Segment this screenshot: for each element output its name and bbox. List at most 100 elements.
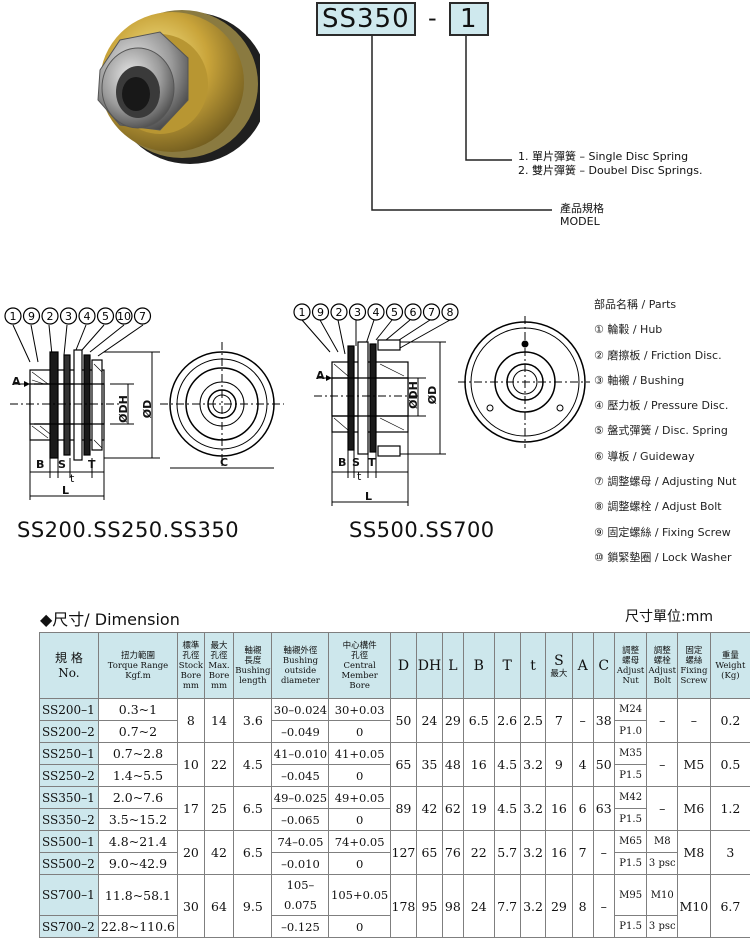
bushing-length-cell: 6.5: [234, 787, 272, 831]
header-dh: DH: [417, 633, 443, 699]
label-dh-right: ØDH: [407, 381, 421, 409]
model-cell: SS500–1: [40, 831, 99, 853]
dim-s-cell: 7: [546, 699, 572, 743]
fixing-screw-cell: M8: [678, 831, 711, 875]
part-item: ② 磨擦板 / Friction Disc.: [594, 347, 736, 372]
header-b: B: [463, 633, 494, 699]
dim-l-cell: 48: [442, 743, 463, 787]
label-a-right: A: [316, 369, 325, 383]
dim-b-cell: 16: [463, 743, 494, 787]
max-bore-cell: 22: [204, 743, 234, 787]
adjust-bolt-cell: 3 psc: [647, 853, 678, 875]
dim-l-cell: 76: [442, 831, 463, 875]
adjust-nut-cell: P1.0: [614, 721, 647, 743]
dim-s-cell: 16: [546, 787, 572, 831]
label-l-right: L: [365, 490, 372, 504]
part-number-text: 5: [102, 310, 109, 323]
header-t-cap: T: [494, 633, 520, 699]
code-leader-lines: [0, 0, 750, 240]
label-a-left: A: [12, 375, 21, 389]
label-t-cap-right: T: [368, 456, 376, 470]
option-single: 1. 單片彈簧 – Single Disc Spring: [518, 150, 688, 164]
dim-c-cell: –: [593, 831, 614, 875]
torque-cell: 0.7~2: [98, 721, 177, 743]
weight-cell: 3: [710, 831, 750, 875]
torque-cell: 0.7~2.8: [98, 743, 177, 765]
model-cell: SS200–2: [40, 721, 99, 743]
dim-t-cell: 5.7: [494, 831, 520, 875]
dim-t-cell: 3.2: [520, 875, 545, 938]
part-item: ⑤ 盤式彈簧 / Disc. Spring: [594, 422, 736, 447]
bushing-length-cell: 4.5: [234, 743, 272, 787]
max-bore-cell: 64: [204, 875, 234, 938]
central-bore-cell: 41+0.05: [329, 743, 390, 765]
dim-c-cell: –: [593, 875, 614, 938]
dim-b-cell: 24: [463, 875, 494, 938]
dim-t-cell: 3.2: [520, 743, 545, 787]
part-item: ⑥ 導板 / Guideway: [594, 448, 736, 473]
label-d-right: ØD: [426, 386, 440, 404]
torque-cell: 2.0~7.6: [98, 787, 177, 809]
dim-a-cell: 7: [572, 831, 593, 875]
dim-t-cell: 4.5: [494, 787, 520, 831]
adjust-nut-cell: M95: [614, 875, 647, 916]
adjust-nut-cell: M24: [614, 699, 647, 721]
model-cell: SS700–2: [40, 916, 99, 938]
torque-cell: 9.0~42.9: [98, 853, 177, 875]
bushing-od-cell: –0.049: [272, 721, 329, 743]
dim-t-cell: 7.7: [494, 875, 520, 938]
dim-t-cell: 2.5: [520, 699, 545, 743]
adjust-bolt-cell: M10: [647, 875, 678, 916]
part-item: ⑨ 固定螺絲 / Fixing Screw: [594, 524, 736, 549]
bushing-od-cell: 41–0.010: [272, 743, 329, 765]
label-dh-left: ØDH: [117, 395, 131, 423]
dim-l-cell: 29: [442, 699, 463, 743]
weight-cell: 0.2: [710, 699, 750, 743]
bushing-od-cell: –0.065: [272, 809, 329, 831]
dim-dh-cell: 65: [417, 831, 443, 875]
dim-d-cell: 178: [390, 875, 416, 938]
dim-d-cell: 50: [390, 699, 416, 743]
adjust-bolt-cell: –: [647, 743, 678, 787]
torque-cell: 22.8~110.6: [98, 916, 177, 938]
bushing-od-cell: 30–0.024: [272, 699, 329, 721]
dim-b-cell: 22: [463, 831, 494, 875]
adjust-nut-cell: M65: [614, 831, 647, 853]
dim-a-cell: 6: [572, 787, 593, 831]
dim-d-cell: 127: [390, 831, 416, 875]
part-number-text: 3: [65, 310, 72, 323]
dim-l-cell: 62: [442, 787, 463, 831]
label-l-left: L: [62, 484, 69, 498]
dim-s-cell: 9: [546, 743, 572, 787]
model-label-en: MODEL: [560, 215, 600, 229]
part-number-text: 8: [447, 306, 454, 319]
dim-dh-cell: 42: [417, 787, 443, 831]
part-item: ⑩ 鎖緊墊圈 / Lock Washer: [594, 549, 736, 574]
weight-cell: 0.5: [710, 743, 750, 787]
header-l: L: [442, 633, 463, 699]
dim-t-cell: 3.2: [520, 787, 545, 831]
dim-c-cell: 50: [593, 743, 614, 787]
dim-dh-cell: 24: [417, 699, 443, 743]
dim-a-cell: 4: [572, 743, 593, 787]
parts-title: 部品名稱 / Parts: [594, 296, 736, 321]
dim-l-cell: 98: [442, 875, 463, 938]
central-bore-cell: 74+0.05: [329, 831, 390, 853]
model-cell: SS250–2: [40, 765, 99, 787]
part-item: ⑦ 調整螺母 / Adjusting Nut: [594, 473, 736, 498]
torque-cell: 11.8~58.1: [98, 875, 177, 916]
central-bore-cell: 105+0.05: [329, 875, 390, 916]
max-bore-cell: 25: [204, 787, 234, 831]
weight-cell: 6.7: [710, 875, 750, 938]
dim-dh-cell: 35: [417, 743, 443, 787]
adjust-nut-cell: P1.5: [614, 916, 647, 938]
